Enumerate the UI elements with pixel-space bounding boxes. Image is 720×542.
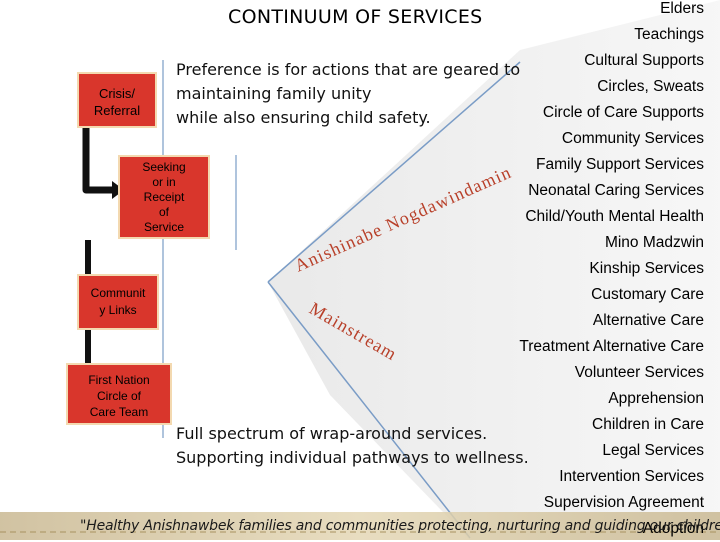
service-item: Teachings bbox=[634, 26, 704, 43]
service-item: Intervention Services bbox=[559, 468, 704, 485]
box-line: Receipt bbox=[143, 190, 185, 204]
box-line: Circle of bbox=[96, 389, 141, 403]
community-links-box: Communit y Links bbox=[77, 274, 159, 330]
service-item: Legal Services bbox=[602, 442, 704, 459]
banner-quote: "Healthy Anishnawbek families and commun… bbox=[80, 518, 720, 534]
banner-band bbox=[0, 512, 720, 540]
spectrum-line: Full spectrum of wrap-around services. bbox=[176, 424, 488, 443]
preference-line: while also ensuring child safety. bbox=[176, 108, 431, 127]
box-line: Referral bbox=[93, 103, 141, 118]
service-item: Apprehension bbox=[608, 390, 704, 407]
crisis-l-arrow bbox=[82, 128, 118, 194]
service-item: Family Support Services bbox=[536, 156, 704, 173]
service-item: Neonatal Caring Services bbox=[528, 182, 704, 199]
service-item: Circles, Sweats bbox=[597, 78, 704, 95]
service-item: Children in Care bbox=[592, 416, 704, 433]
service-item: Cultural Supports bbox=[584, 52, 704, 69]
box-line: First Nation bbox=[88, 373, 150, 387]
spectrum-line: Supporting individual pathways to wellne… bbox=[176, 448, 529, 467]
service-fan-shape bbox=[268, 0, 720, 540]
service-item: Alternative Care bbox=[592, 312, 704, 329]
service-item: Supervision Agreement bbox=[543, 494, 704, 511]
service-item: Child/Youth Mental Health bbox=[525, 208, 704, 225]
preference-statement: Preference is for actions that are geare… bbox=[176, 58, 520, 130]
box-line: Care Team bbox=[89, 405, 149, 419]
seeking-service-box: Seeking or in Receipt of Service bbox=[118, 155, 210, 239]
fan-line-upper bbox=[267, 61, 521, 283]
service-item: Kinship Services bbox=[589, 260, 704, 277]
services-list: Elders Teachings Cultural Supports Circl… bbox=[519, 0, 704, 542]
fan-line-lower bbox=[267, 281, 471, 539]
service-item: Adoption bbox=[642, 520, 704, 537]
box-line: Communit bbox=[90, 286, 146, 300]
preference-line: Preference is for actions that are geare… bbox=[176, 60, 521, 79]
preference-line: maintaining family unity bbox=[176, 84, 372, 103]
spectrum-statement: Full spectrum of wrap-around services. S… bbox=[176, 422, 529, 470]
box-line: y Links bbox=[99, 303, 137, 317]
service-item: Mino Madzwin bbox=[604, 234, 704, 251]
box-line: Service bbox=[143, 220, 184, 234]
first-nation-circle-box: First Nation Circle of Care Team bbox=[66, 363, 172, 425]
box-line: Seeking bbox=[142, 160, 186, 174]
box-line: or in bbox=[152, 175, 176, 189]
box-line: of bbox=[158, 205, 169, 219]
service-item: Community Services bbox=[561, 130, 704, 147]
page-title: CONTINUUM OF SERVICES bbox=[228, 6, 483, 28]
service-item: Customary Care bbox=[591, 286, 704, 303]
box-line: Crisis/ bbox=[98, 86, 136, 101]
service-item: Elders bbox=[660, 0, 704, 17]
crisis-referral-box: Crisis/ Referral bbox=[77, 72, 157, 128]
service-item: Circle of Care Supports bbox=[542, 104, 704, 121]
service-item: Treatment Alternative Care bbox=[519, 338, 704, 355]
service-item: Volunteer Services bbox=[574, 364, 704, 381]
